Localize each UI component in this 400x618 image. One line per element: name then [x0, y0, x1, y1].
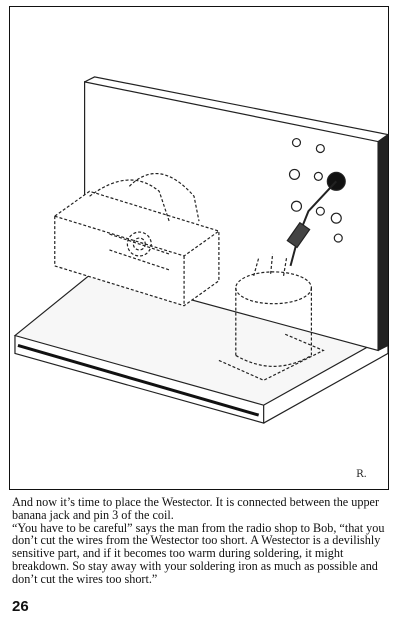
artist-signature: R. [356, 469, 367, 480]
illustration-frame: R. [9, 6, 389, 490]
westector-assembly-drawing: R. [13, 76, 388, 480]
coil [218, 253, 325, 381]
caption-paragraph-2: “You have to be careful” says the man fr… [12, 520, 385, 586]
caption-text: And now it’s time to place the Westector… [12, 496, 390, 586]
baseboard [13, 250, 388, 406]
page-number: 26 [12, 598, 29, 615]
variable-capacitor [54, 172, 220, 307]
caption-paragraph-1: And now it’s time to place the Westector… [12, 495, 380, 522]
westector [289, 180, 338, 267]
